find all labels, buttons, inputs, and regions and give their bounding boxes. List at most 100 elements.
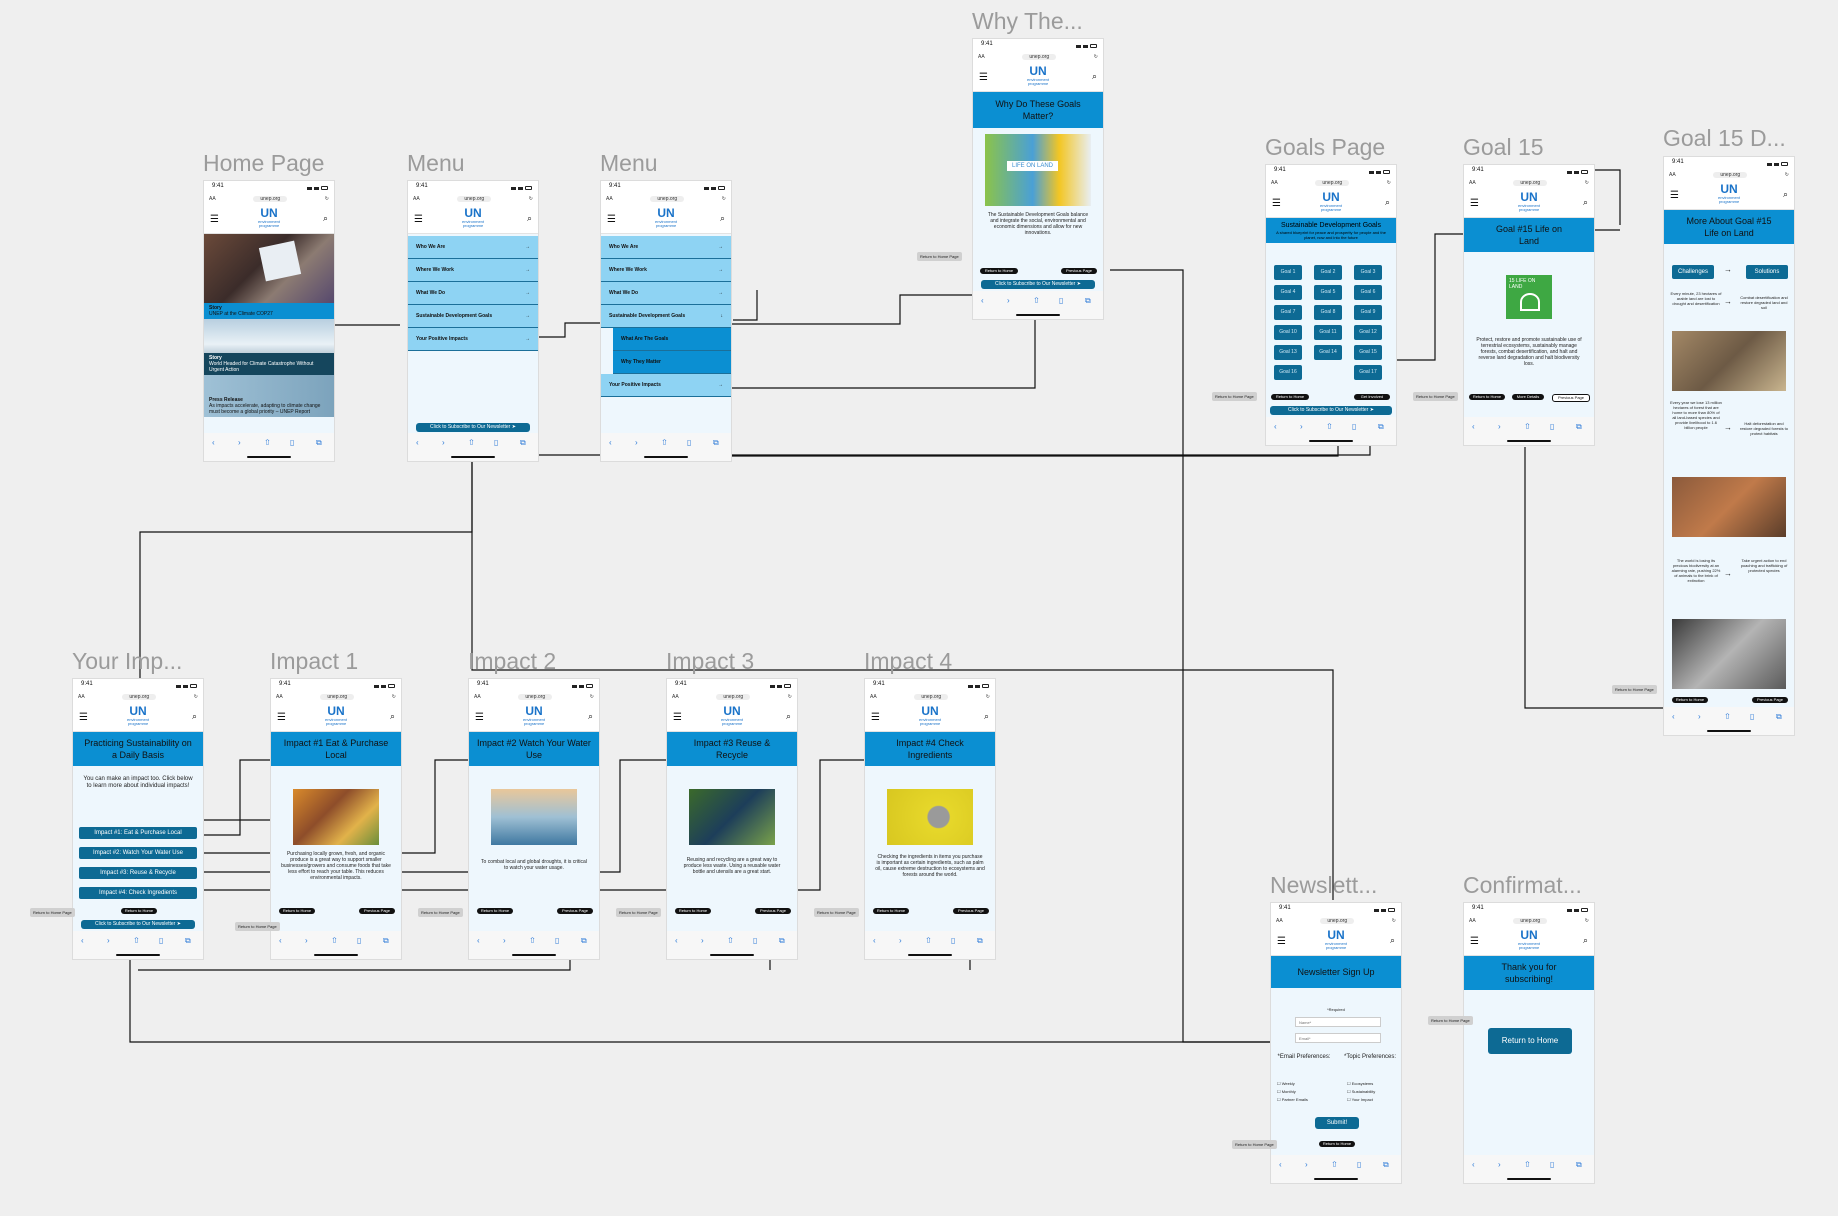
more-details-button[interactable]: More Details <box>1512 394 1544 400</box>
return-home-button[interactable]: Return to Home <box>873 908 909 914</box>
goal-13-button[interactable]: Goal 13 <box>1274 345 1302 360</box>
search-icon[interactable]: ⌕ <box>1582 935 1588 945</box>
email-option-monthly[interactable]: ☐ Monthly <box>1277 1089 1296 1094</box>
share-icon[interactable]: ⇧ <box>1524 422 1531 431</box>
back-icon[interactable]: ‹ <box>81 936 84 945</box>
return-home-button[interactable]: Return to Home <box>980 268 1018 274</box>
search-icon[interactable]: ⌕ <box>1091 71 1097 81</box>
frame-label-goal15[interactable]: Goal 15 <box>1463 134 1544 160</box>
menu-item-who-we-are[interactable]: Who We Are→ <box>601 236 731 259</box>
bookmarks-icon[interactable]: ▯ <box>357 936 362 945</box>
search-icon[interactable]: ⌕ <box>191 711 197 721</box>
forward-icon[interactable]: › <box>701 936 704 945</box>
bookmarks-icon[interactable]: ▯ <box>753 936 758 945</box>
name-field[interactable] <box>1295 1017 1381 1027</box>
subscribe-button[interactable]: Click to Subscribe to Our Newsletter ➤ <box>81 920 195 929</box>
tabs-icon[interactable]: ⧉ <box>1576 422 1582 431</box>
forward-icon[interactable]: › <box>1498 422 1501 431</box>
impact-4-button[interactable]: Impact #4: Check Ingredients <box>79 887 197 899</box>
story-card-cop27[interactable]: Story UNEP at the Climate COP27 <box>204 234 334 319</box>
return-home-page-note[interactable]: Return to Home Page <box>235 922 280 931</box>
return-home-button[interactable]: Return to Home <box>1672 697 1708 703</box>
frame-label-menu-1[interactable]: Menu <box>407 150 465 176</box>
subscribe-button[interactable]: Click to Subscribe to Our Newsletter ➤ <box>1270 406 1392 415</box>
previous-page-button[interactable]: Previous Page <box>1061 268 1097 274</box>
reload-icon[interactable]: ↻ <box>985 693 990 700</box>
return-home-button[interactable]: Return to Home <box>1469 394 1505 400</box>
return-home-button[interactable]: Return to Home <box>675 908 711 914</box>
menu-item-where-we-work[interactable]: Where We Work→ <box>601 259 731 282</box>
forward-icon[interactable]: › <box>1007 296 1010 305</box>
tabs-icon[interactable]: ⧉ <box>316 438 322 447</box>
bookmarks-icon[interactable]: ▯ <box>951 936 956 945</box>
hamburger-menu-icon[interactable]: ☰ <box>1277 936 1286 947</box>
email-option-partner[interactable]: ☐ Partner Emails <box>1277 1097 1308 1102</box>
back-icon[interactable]: ‹ <box>212 438 215 447</box>
hamburger-menu-icon[interactable]: ☰ <box>414 214 423 225</box>
share-icon[interactable]: ⇧ <box>1331 1160 1338 1169</box>
return-home-button[interactable]: Return to Home <box>279 908 315 914</box>
goal-12-button[interactable]: Goal 12 <box>1354 325 1382 340</box>
hamburger-menu-icon[interactable]: ☰ <box>1470 198 1479 209</box>
goal-5-button[interactable]: Goal 5 <box>1314 285 1342 300</box>
tabs-icon[interactable]: ⧉ <box>520 438 526 447</box>
return-home-page-note[interactable]: Return to Home Page <box>917 252 962 261</box>
frame-label-home[interactable]: Home Page <box>203 150 325 176</box>
forward-icon[interactable]: › <box>899 936 902 945</box>
hamburger-menu-icon[interactable]: ☰ <box>673 712 682 723</box>
goal-15-button[interactable]: Goal 15 <box>1354 345 1382 360</box>
menu-item-who-we-are[interactable]: Who We Are→ <box>408 236 538 259</box>
share-icon[interactable]: ⇧ <box>727 936 734 945</box>
bookmarks-icon[interactable]: ▯ <box>159 936 164 945</box>
return-home-page-note[interactable]: Return to Home Page <box>616 908 661 917</box>
back-icon[interactable]: ‹ <box>1472 1160 1475 1169</box>
goal-17-button[interactable]: Goal 17 <box>1354 365 1382 380</box>
bookmarks-icon[interactable]: ▯ <box>555 936 560 945</box>
menu-item-sdgs-expanded[interactable]: Sustainable Development Goals↓ <box>601 305 731 328</box>
search-icon[interactable]: ⌕ <box>389 711 395 721</box>
back-icon[interactable]: ‹ <box>675 936 678 945</box>
hamburger-menu-icon[interactable]: ☰ <box>607 214 616 225</box>
solutions-tab[interactable]: Solutions <box>1746 265 1788 279</box>
back-icon[interactable]: ‹ <box>981 296 984 305</box>
menu-item-where-we-work[interactable]: Where We Work→ <box>408 259 538 282</box>
goal-8-button[interactable]: Goal 8 <box>1314 305 1342 320</box>
hamburger-menu-icon[interactable]: ☰ <box>871 712 880 723</box>
return-home-button[interactable]: Return to Home <box>477 908 513 914</box>
back-icon[interactable]: ‹ <box>609 438 612 447</box>
tabs-icon[interactable]: ⧉ <box>977 936 983 945</box>
forward-icon[interactable]: › <box>305 936 308 945</box>
return-home-page-note[interactable]: Return to Home Page <box>30 908 75 917</box>
impact-1-button[interactable]: Impact #1: Eat & Purchase Local <box>79 827 197 839</box>
share-icon[interactable]: ⇧ <box>133 936 140 945</box>
share-icon[interactable]: ⇧ <box>1724 712 1731 721</box>
back-icon[interactable]: ‹ <box>1274 422 1277 431</box>
get-involved-button[interactable]: Get Involved <box>1354 394 1390 400</box>
share-icon[interactable]: ⇧ <box>529 936 536 945</box>
frame-label-impact-4[interactable]: Impact 4 <box>864 648 953 674</box>
menu-item-what-we-do[interactable]: What We Do→ <box>408 282 538 305</box>
reload-icon[interactable]: ↻ <box>1784 171 1789 178</box>
tabs-icon[interactable]: ⧉ <box>1576 1160 1582 1169</box>
share-icon[interactable]: ⇧ <box>661 438 668 447</box>
tabs-icon[interactable]: ⧉ <box>581 936 587 945</box>
goal-11-button[interactable]: Goal 11 <box>1314 325 1342 340</box>
frame-label-impact-2[interactable]: Impact 2 <box>468 648 557 674</box>
